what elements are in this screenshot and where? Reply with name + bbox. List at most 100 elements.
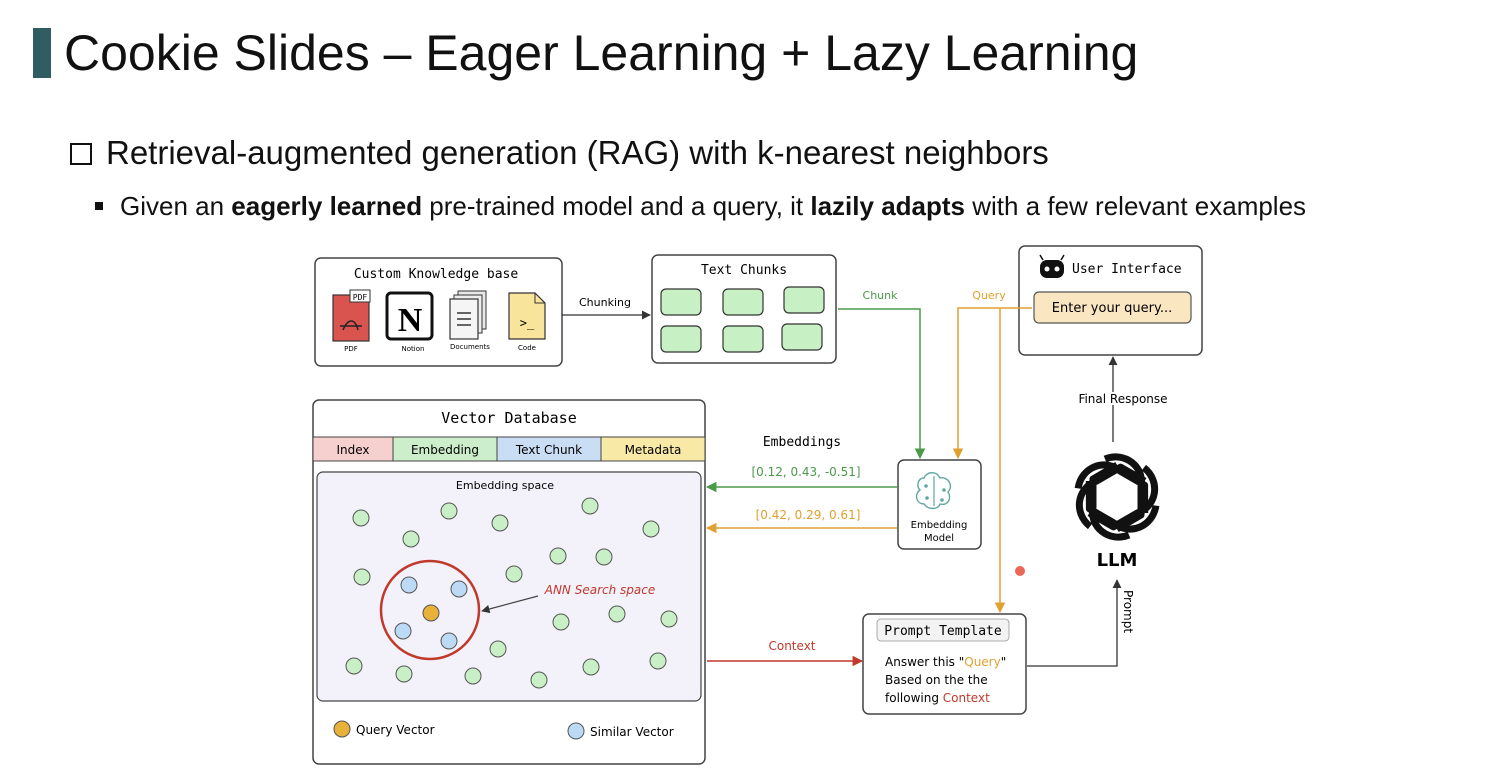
square-bullet-icon (95, 202, 103, 210)
prompt-line3-a: following (885, 691, 943, 705)
embedding-point (491, 514, 509, 532)
cursor-dot (1015, 566, 1025, 576)
legend-query-label: Query Vector (356, 723, 435, 737)
embedding-space-label: Embedding space (456, 479, 554, 492)
ann-pointer-arrow (481, 595, 539, 614)
knowledge-base-box: Custom Knowledge base PDF PDF N Notion D… (314, 257, 563, 367)
embedding-point (549, 547, 567, 565)
prompt-template-line2: Based on the the (885, 673, 988, 687)
vector-db-columns: Index Embedding Text Chunk Metadata (312, 436, 706, 462)
embedding-point (489, 640, 507, 658)
column-index: Index (336, 443, 369, 457)
prompt-arrow (1027, 579, 1122, 667)
bullet-sub-bold1: eagerly learned (231, 191, 423, 221)
checkbox-bullet-icon (70, 143, 92, 165)
similar-vector-point (394, 622, 412, 640)
legend-similar-label: Similar Vector (590, 725, 674, 739)
bullet-main: Retrieval-augmented generation (RAG) wit… (70, 133, 1049, 173)
embedding-model-line2: Model (924, 533, 954, 544)
notion-icon: N (385, 291, 434, 341)
brain-circuit-icon (915, 472, 952, 510)
final-response-label-halo: Final Response (1078, 392, 1167, 406)
kb-item-notion: Notion (402, 345, 425, 353)
legend-query-dot (333, 720, 351, 738)
ann-search-circle (379, 559, 481, 661)
similar-vector-point (450, 580, 468, 598)
kb-item-code: Code (518, 344, 536, 352)
llm-label: LLM (1097, 550, 1138, 571)
embedding-point (595, 548, 613, 566)
bullet-sub-part3: with a few relevant examples (965, 191, 1307, 221)
similar-vector-point (400, 576, 418, 594)
prompt-line3-context: Context (943, 691, 990, 705)
embedding-point (642, 520, 660, 538)
vector-db-title: Vector Database (441, 409, 576, 427)
title-accent-bar (33, 28, 51, 78)
prompt-template-line3: following Context (885, 691, 990, 705)
prompt-label: Prompt (1121, 590, 1135, 633)
prompt-template-line1: Answer this "Query" (885, 655, 1006, 669)
embedding-point (660, 610, 678, 628)
prompt-template-box: Prompt Template Answer this "Query" Base… (862, 613, 1027, 715)
embedding-point (505, 565, 523, 583)
slide-title: Cookie Slides – Eager Learning + Lazy Le… (64, 25, 1139, 81)
embedding-point (581, 497, 599, 515)
chunk-block (783, 286, 825, 314)
embedding-green-vector: [0.12, 0.43, -0.51] (751, 465, 860, 479)
prompt-template-title: Prompt Template (884, 624, 1002, 639)
vector-database-box: Vector Database Index Embedding Text Chu… (312, 399, 706, 765)
embedding-orange-vector: [0.42, 0.29, 0.61] (756, 508, 861, 522)
robot-icon (1039, 254, 1065, 278)
pdf-badge: PDF (353, 293, 368, 302)
embedding-point (440, 502, 458, 520)
embedding-point (552, 613, 570, 631)
prompt-line1-query: Query (964, 655, 1000, 669)
embedding-points (345, 497, 678, 689)
user-interface-box: User Interface Enter your query... (1018, 245, 1203, 356)
legend-similar-dot (567, 722, 585, 740)
bullet-main-text: Retrieval-augmented generation (RAG) wit… (106, 134, 1049, 171)
embedding-model-box: Embedding Model (897, 459, 982, 550)
knowledge-base-title: Custom Knowledge base (354, 267, 519, 282)
ann-search-label: ANN Search space (544, 583, 655, 597)
embedding-point (345, 657, 363, 675)
bullet-sub-part1: Given an (120, 191, 232, 221)
bullet-sub: Given an eagerly learned pre-trained mod… (95, 190, 1306, 222)
embedding-point (395, 665, 413, 683)
embedding-point (649, 652, 667, 670)
embedding-space (316, 471, 702, 702)
embedding-point (530, 671, 548, 689)
bullet-sub-bold2: lazily adapts (810, 191, 965, 221)
prompt-line1-a: Answer this " (885, 655, 964, 669)
kb-item-pdf: PDF (344, 345, 358, 353)
pdf-icon: PDF (332, 289, 371, 342)
embedding-point (582, 658, 600, 676)
column-embedding: Embedding (411, 443, 479, 457)
query-input-text: Enter your query... (1052, 301, 1172, 316)
code-glyph: >_ (520, 316, 535, 330)
chunk-arrow (838, 308, 926, 460)
embeddings-title: Embeddings (763, 435, 841, 450)
embedding-point (464, 667, 482, 685)
query-label: Query (972, 289, 1006, 302)
chunk-block (660, 288, 702, 316)
text-chunks-title: Text Chunks (701, 263, 787, 278)
query-input[interactable] (1033, 291, 1192, 324)
similar-vector-point (440, 632, 458, 650)
chunk-block (722, 325, 764, 353)
query-arrow-to-model (952, 307, 1032, 460)
prompt-line1-b: " (1001, 655, 1007, 669)
user-interface-title: User Interface (1072, 262, 1182, 277)
documents-icon (449, 290, 487, 340)
embedding-model-line1: Embedding (911, 520, 968, 531)
kb-item-documents: Documents (450, 343, 490, 351)
query-vector-point (422, 604, 440, 622)
notion-letter: N (398, 302, 423, 339)
llm-logo-icon (1074, 453, 1160, 541)
chunk-block (660, 325, 702, 353)
embedding-point (353, 568, 371, 586)
chunk-block (722, 288, 764, 316)
column-metadata: Metadata (625, 443, 682, 457)
chunk-block (781, 323, 823, 351)
